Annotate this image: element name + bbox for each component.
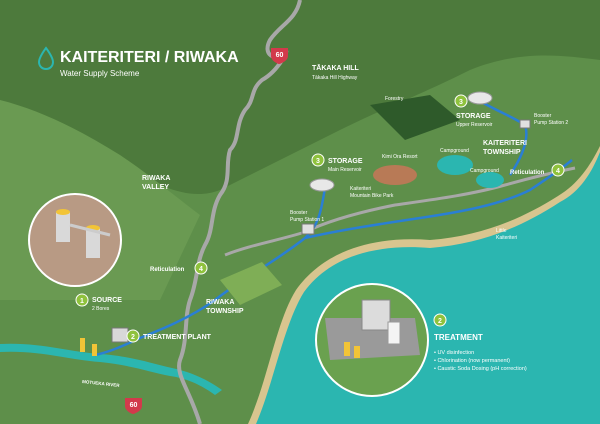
treatment-number: 2 (438, 318, 442, 325)
riwaka-valley-label: RIWAKA (142, 175, 170, 182)
kaiteriteri-township-label: KAITERITERI (483, 140, 527, 147)
upper-reservoir (467, 91, 493, 105)
little-kaiteriteri-label-2: Kaiteriteri (496, 235, 517, 241)
step-treatment-plant: 2 TREATMENT PLANT (126, 329, 212, 343)
map-title: KAITERITERI / RIWAKA (60, 49, 239, 66)
step-number: 4 (199, 266, 203, 273)
step-label: STORAGE (456, 113, 491, 120)
step-number: 3 (316, 158, 320, 165)
mtb-park-label: Kaiteriteri (350, 186, 371, 192)
step-upper-reservoir: 3 STORAGE Upper Reservoir (454, 94, 493, 128)
kimi-ora-label: Kimi Ora Resort (382, 154, 418, 160)
bore-2 (92, 344, 97, 356)
riwaka-township-label: RIWAKA (206, 299, 234, 306)
highway-number: 60 (130, 402, 138, 409)
treatment-item: • Chlorination (now permanent) (434, 358, 510, 364)
kimi-ora-resort (373, 165, 417, 185)
step-reticulation-kaiteriteri: 4 Reticulation (510, 163, 565, 177)
riwaka-valley-label-2: VALLEY (142, 184, 169, 191)
little-kaiteriteri-label: Little (496, 228, 507, 234)
motueka-river-label: MOTUEKA RIVER (82, 379, 121, 388)
treatment-item: • Caustic Soda Dosing (pH correction) (434, 366, 527, 372)
treatment-info: 2 TREATMENT • UV disinfection • Chlorina… (433, 313, 527, 372)
step-label: SOURCE (92, 297, 122, 304)
treatment-detail-inset (315, 283, 429, 397)
water-drop-icon (37, 46, 55, 71)
step-number: 3 (459, 99, 463, 106)
map-subtitle: Water Supply Scheme (60, 69, 140, 78)
forestry-label: Forestry (385, 96, 404, 102)
hills-area (0, 0, 600, 195)
step-label: Reticulation (150, 267, 185, 273)
treatment-title: TREATMENT (434, 333, 483, 342)
booster-1-label-2: Pump Station 1 (290, 217, 324, 223)
step-sublabel: Upper Reservoir (456, 122, 493, 128)
campground-area-2 (476, 172, 504, 188)
bore-1 (80, 338, 85, 352)
booster-2-label-2: Pump Station 2 (534, 120, 568, 126)
booster-pump-station-1 (301, 223, 315, 235)
step-label: STORAGE (328, 158, 363, 165)
campground-label-2: Campground (470, 168, 499, 174)
step-label: Reticulation (510, 170, 545, 176)
riwaka-township-label-2: TOWNSHIP (206, 308, 244, 315)
coast-road (224, 166, 576, 257)
step-label: TREATMENT PLANT (143, 334, 212, 341)
booster-2-label: Booster (534, 113, 552, 119)
mtb-park-label-2: Mountain Bike Park (350, 193, 394, 199)
forestry-block (370, 95, 460, 140)
step-number: 2 (131, 334, 135, 341)
treatment-plant-building (111, 327, 129, 343)
kaiteriteri-township-label-2: TOWNSHIP (483, 149, 521, 156)
step-reticulation-riwaka: 4 Reticulation (150, 261, 208, 275)
campground-label: Campground (440, 148, 469, 154)
highway-shield-60-south: 60 (125, 398, 142, 414)
step-source: 1 SOURCE 2 Bores (75, 293, 122, 312)
water-pipe-east (304, 159, 573, 240)
step-sublabel: Main Reservoir (328, 167, 362, 173)
booster-1-label: Booster (290, 210, 308, 216)
takaka-hill-label: TĀKAKA HILL (312, 64, 360, 72)
booster-pump-station-2 (519, 119, 531, 129)
step-number: 1 (80, 298, 84, 305)
riwaka-township-area (220, 262, 282, 305)
highway-number: 60 (276, 52, 284, 59)
step-sublabel: 2 Bores (92, 306, 110, 312)
main-reservoir (309, 178, 335, 192)
treatment-item: • UV disinfection (434, 350, 474, 356)
takaka-hill-highway-label: Tākaka Hill Highway (312, 75, 358, 81)
source-detail-inset (28, 193, 122, 287)
highway-shield-60-north: 60 (271, 48, 288, 64)
step-main-reservoir: 3 STORAGE Main Reservoir (311, 153, 363, 173)
step-number: 4 (556, 168, 560, 175)
campground-area (437, 155, 473, 175)
